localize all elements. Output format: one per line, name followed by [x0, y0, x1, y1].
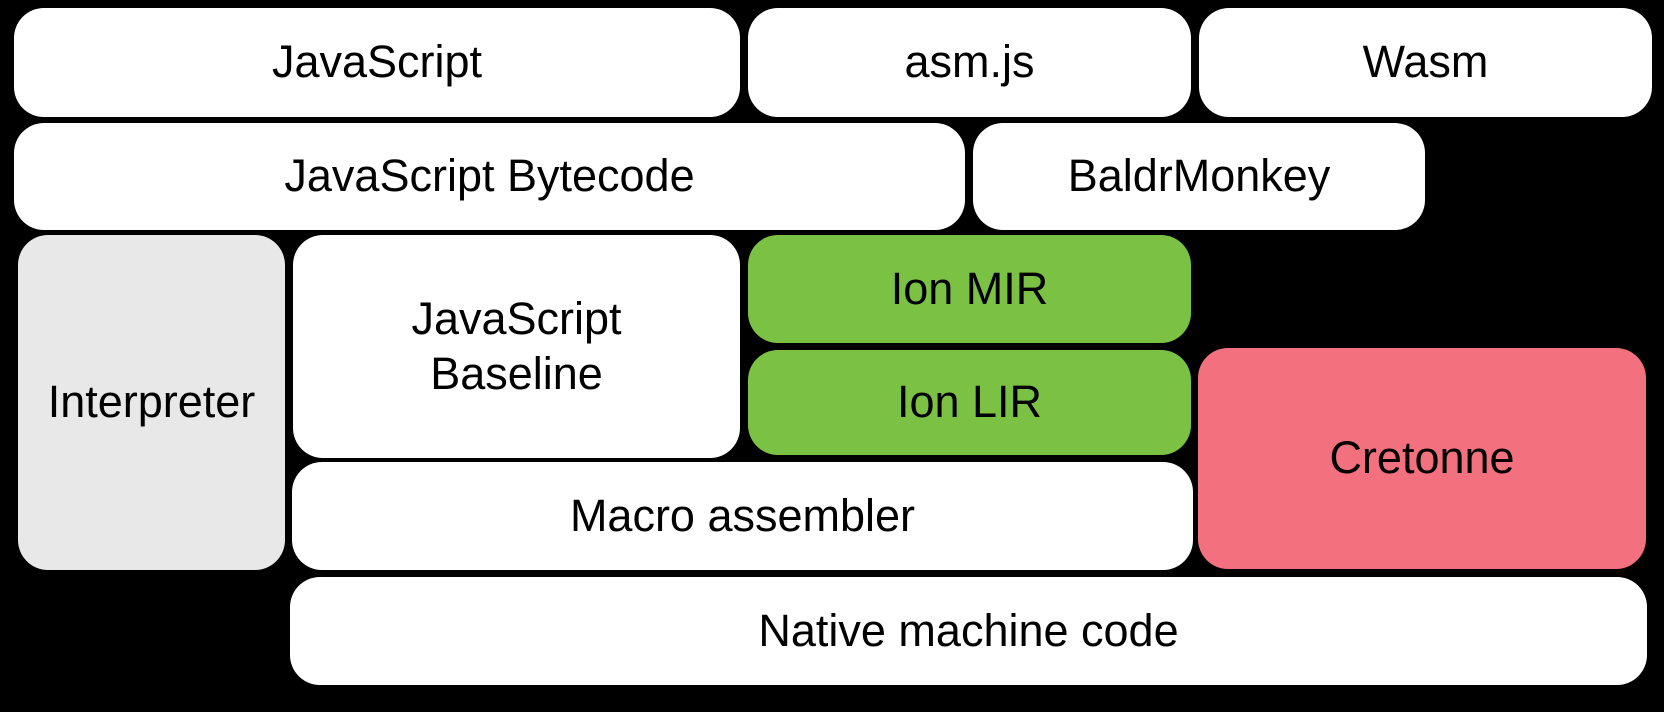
box-cretonne: Cretonne	[1198, 348, 1646, 569]
box-javascript-baseline: JavaScript Baseline	[293, 235, 740, 458]
box-ion-mir: Ion MIR	[748, 235, 1191, 343]
box-native-machine-code: Native machine code	[290, 577, 1647, 685]
box-asmjs: asm.js	[748, 8, 1191, 117]
box-macro-assembler: Macro assembler	[292, 462, 1193, 570]
box-javascript: JavaScript	[14, 8, 740, 117]
box-baldrmonkey: BaldrMonkey	[973, 123, 1425, 230]
box-ion-lir: Ion LIR	[748, 350, 1191, 455]
box-javascript-bytecode: JavaScript Bytecode	[14, 123, 965, 230]
box-wasm: Wasm	[1199, 8, 1652, 117]
box-interpreter: Interpreter	[18, 235, 285, 570]
